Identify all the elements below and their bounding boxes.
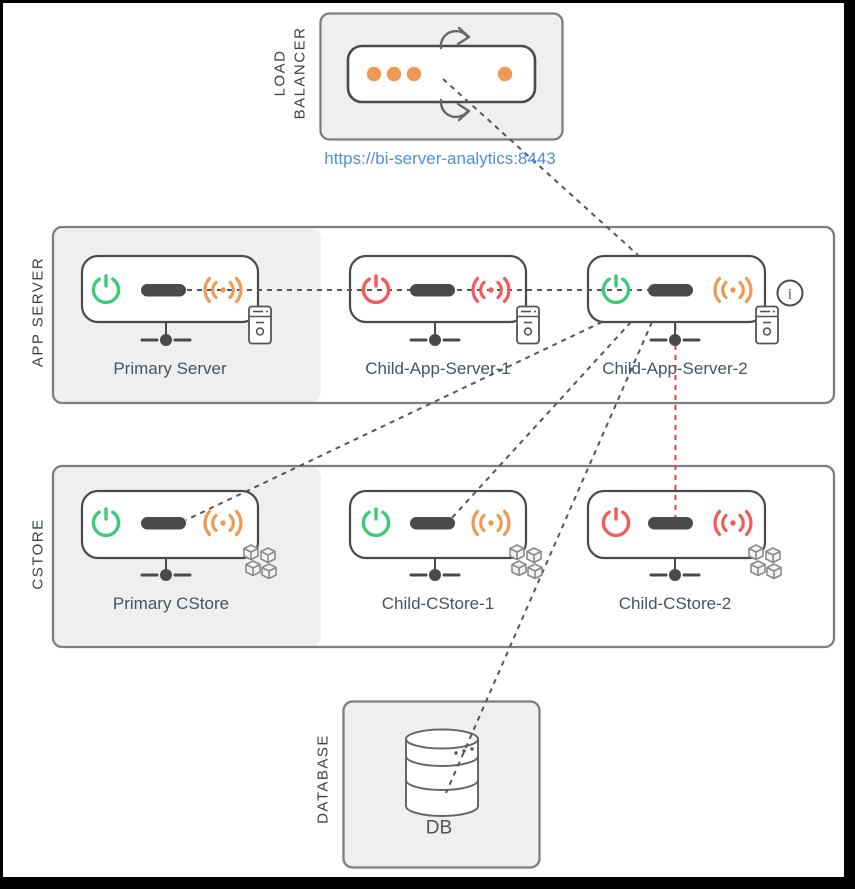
node-primary-server — [91, 274, 272, 348]
app-server-section — [51, 225, 836, 405]
network-connector-icon — [409, 567, 461, 583]
server-bar — [141, 284, 186, 297]
cstore-section-label: CSTORE — [29, 518, 47, 590]
node-label-child-app-server-1: Child-App-Server-1 — [365, 358, 511, 378]
packages-icon — [510, 545, 542, 579]
server-tower-icon — [516, 305, 540, 345]
database-section-label: DATABASE — [314, 734, 332, 824]
link-cas2-to-primary-cstore — [185, 321, 603, 521]
node-label-primary-server: Primary Server — [113, 358, 227, 378]
node-label-child-app-server-2: Child-App-Server-2 — [602, 358, 748, 378]
node-label-child-cstore-1: Child-CStore-1 — [381, 593, 495, 613]
info-icon[interactable]: i — [776, 279, 804, 307]
load-balancer-dots — [366, 66, 513, 82]
link-lb-to-child-app-server-2 — [442, 78, 639, 256]
node-child-cstore-2 — [601, 507, 781, 583]
cstore-section — [51, 464, 836, 649]
server-tower-icon — [248, 305, 272, 345]
db-label: DB — [425, 817, 453, 839]
server-bar — [648, 517, 693, 530]
node-primary-cstore — [91, 507, 276, 583]
load-balancer-section-label: LOAD BALANCER — [271, 26, 309, 120]
app-server-section-label: APP SERVER — [29, 256, 47, 368]
node-child-cstore-1 — [361, 507, 542, 583]
packages-icon — [749, 545, 781, 579]
node-label-child-cstore-2: Child-CStore-2 — [618, 593, 732, 613]
diagram-canvas: i — [51, 12, 836, 869]
database-dots — [454, 747, 474, 755]
node-label-primary-cstore: Primary CStore — [112, 593, 230, 613]
network-connector-icon — [649, 332, 701, 348]
server-bar — [410, 517, 455, 530]
server-bar — [410, 284, 455, 297]
node-child-app-server-2 — [601, 274, 779, 348]
link-cas2-to-child-cstore-1 — [449, 321, 632, 521]
database-icon[interactable] — [405, 728, 479, 817]
load-balancer-url[interactable]: https://bi-server-analytics:8443 — [324, 148, 556, 168]
svg-text:i: i — [788, 287, 792, 303]
rotation-arrow-bottom-icon — [439, 98, 471, 122]
server-tower-icon — [755, 305, 779, 345]
server-bar — [648, 284, 693, 297]
rotation-arrow-top-icon — [439, 26, 471, 50]
load-balancer-icon[interactable] — [346, 26, 537, 122]
network-connector-icon — [409, 332, 461, 348]
server-bar — [141, 517, 186, 530]
node-child-app-server-1 — [361, 274, 540, 348]
network-connector-icon — [649, 567, 701, 583]
